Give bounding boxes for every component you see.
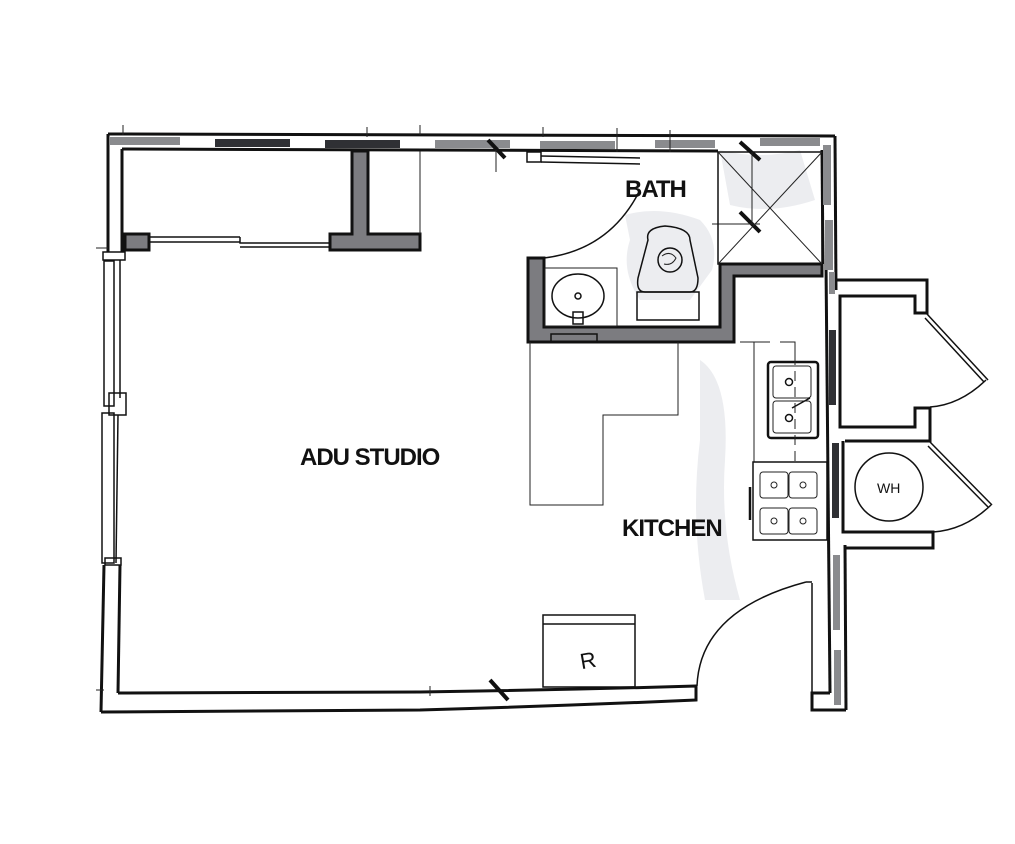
closet-nook [123,149,422,252]
left-wall-windows [101,251,127,566]
water-heater-label: WH [877,480,900,496]
door-markers [486,138,762,702]
exterior-closets [836,278,993,550]
bath-label: BATH [625,176,686,203]
refrigerator-label: R [578,647,598,674]
exterior-walls [99,132,848,714]
kitchen [529,341,828,688]
studio-label: ADU STUDIO [300,444,440,471]
dimension-ticks [96,125,671,696]
top-wall-windows [110,137,833,270]
bathroom [526,151,824,344]
kitchen-label: KITCHEN [622,515,722,542]
kitchen-wall-windows [829,272,841,705]
room-labels: ADU STUDIO BATH KITCHEN R WH [300,176,900,674]
scan-smudges [625,150,815,600]
